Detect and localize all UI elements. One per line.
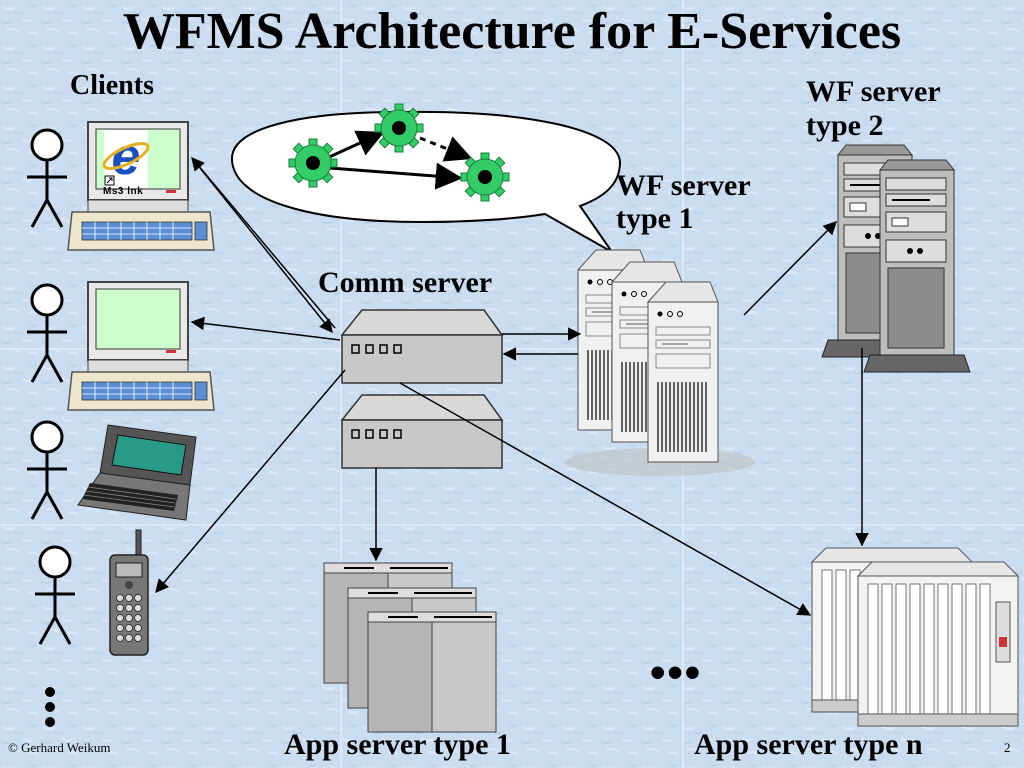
laptop-icon [77,424,197,521]
comm-server-box [341,309,503,384]
page-title: WFMS Architecture for E-Services [122,3,902,60]
wf-server-type1-icon [565,249,755,476]
desktop-computer-icon: e [87,121,189,213]
wf-server-type2-label: type 2 [806,109,884,142]
more-app-servers-ellipsis: ••• [650,648,703,697]
app-server-typen-icon [811,547,1019,727]
workflow-gear-icon [374,103,424,153]
workflow-speech-bubble [230,103,622,253]
keyboard-icon [67,211,215,251]
app-server-type1-label: App server type 1 [284,728,511,761]
svg-text:e: e [112,128,141,186]
comm-server-label: Comm server [318,266,493,299]
wf-server-type1-label: WF server [616,169,751,202]
workflow-gear-icon [460,152,510,202]
workflow-gear-icon [288,138,338,188]
connection-arrows [155,156,869,616]
comm-server-box [341,394,503,469]
app-server-typen-label: App server type n [694,728,923,761]
wf-server-type1-label: type 1 [616,202,694,235]
desktop-shortcut-label: Ms3 lnk [103,186,144,197]
copyright-footer: © Gerhard Weikum [8,740,111,755]
mobile-phone-icon [109,529,149,656]
wf-server-type2-label: WF server [806,75,941,108]
clients-label: Clients [70,70,154,101]
desktop-computer-icon [87,281,189,373]
keyboard-icon [67,371,215,411]
wf-server-type2-icon [821,144,971,373]
more-clients-ellipsis [45,687,55,727]
page-number: 2 [1004,740,1011,755]
app-server-type1-icon [323,562,497,733]
